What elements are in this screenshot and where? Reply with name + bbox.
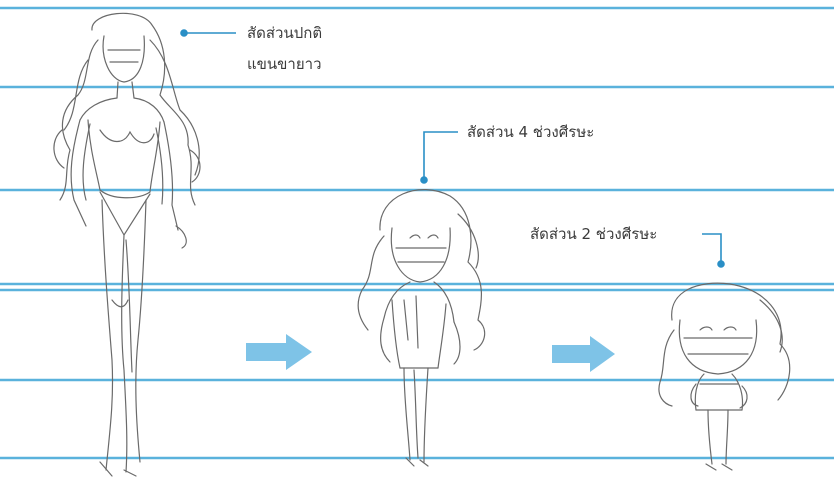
callout-normal: [180, 29, 236, 37]
two-head-figure: [658, 282, 791, 471]
four-head-figure: [357, 189, 486, 467]
callout-four-heads: [420, 131, 458, 184]
callout-two-heads: [702, 233, 725, 268]
arrow-2: [552, 336, 615, 372]
normal-proportion-figure: [53, 12, 201, 477]
label-two-heads: สัดส่วน 2 ช่วงศีรษะ: [530, 225, 658, 243]
arrow-1: [246, 334, 312, 370]
label-four-heads: สัดส่วน 4 ช่วงศีรษะ: [467, 123, 595, 141]
label-normal-line1: สัดส่วนปกติ: [247, 24, 323, 42]
label-normal-line2: แขนขายาว: [247, 55, 322, 73]
